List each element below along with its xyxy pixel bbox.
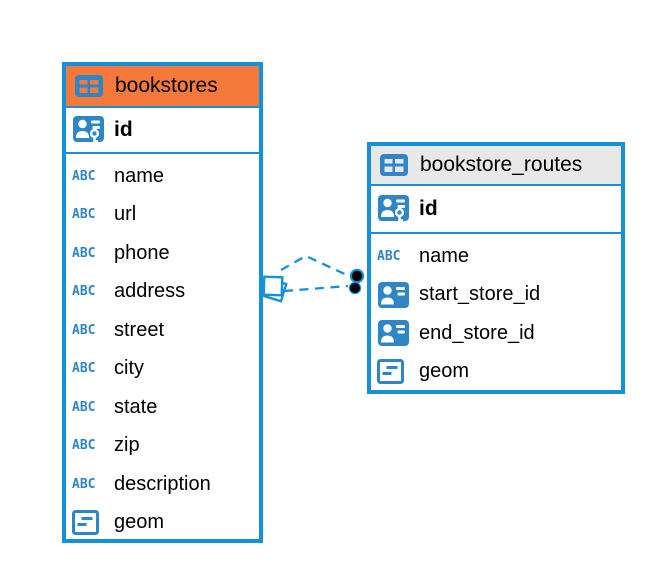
column-list: ABC name ABC url ABC phone ABC address A… <box>66 154 259 542</box>
entity-header[interactable]: bookstores <box>66 66 259 108</box>
geometry-type-icon <box>377 359 404 385</box>
column-name: description <box>114 472 211 495</box>
entity-bookstores[interactable]: bookstores id ABC name ABC url ABC phone <box>62 62 263 543</box>
column-name: start_store_id <box>419 283 541 306</box>
column-row[interactable]: ABC name <box>371 237 621 276</box>
column-name: end_store_id <box>419 321 535 344</box>
entity-header[interactable]: bookstore_routes <box>371 146 621 186</box>
reference-type-icon <box>377 281 410 309</box>
column-name: address <box>114 280 186 303</box>
column-row[interactable]: start_store_id <box>371 276 621 315</box>
column-row[interactable]: ABC address <box>66 273 259 312</box>
column-name: phone <box>114 241 170 264</box>
column-name: name <box>114 164 165 187</box>
text-type-icon: ABC <box>72 361 96 377</box>
text-type-icon: ABC <box>72 322 96 338</box>
column-row[interactable]: ABC name <box>66 157 259 196</box>
primary-key-name: id <box>419 197 438 220</box>
relationship-line[interactable] <box>283 284 349 293</box>
geometry-type-icon <box>72 510 99 536</box>
column-name: name <box>419 244 470 267</box>
text-type-icon: ABC <box>72 168 96 184</box>
column-name: street <box>114 318 165 341</box>
reference-type-icon <box>377 319 410 347</box>
text-type-icon: ABC <box>72 399 96 415</box>
entity-title: bookstore_routes <box>420 153 583 176</box>
primary-key-icon <box>72 114 106 146</box>
text-type-icon: ABC <box>377 248 401 264</box>
column-row[interactable]: ABC city <box>66 350 259 389</box>
column-row[interactable]: geom <box>371 353 621 392</box>
column-name: geom <box>419 360 470 383</box>
column-row[interactable]: end_store_id <box>371 314 621 353</box>
column-row[interactable]: ABC description <box>66 465 259 504</box>
column-name: geom <box>114 511 165 534</box>
relationship-dot-marker <box>348 268 365 295</box>
column-name: zip <box>114 434 140 457</box>
table-icon <box>74 73 104 99</box>
primary-key-icon <box>377 193 411 225</box>
table-icon <box>379 152 409 178</box>
text-type-icon: ABC <box>72 207 96 223</box>
column-row[interactable]: ABC url <box>66 196 259 235</box>
column-name: url <box>114 203 137 226</box>
entity-bookstore-routes[interactable]: bookstore_routes id ABC name <box>367 142 625 394</box>
column-row[interactable]: ABC street <box>66 311 259 350</box>
primary-key-row[interactable]: id <box>371 186 621 234</box>
column-row[interactable]: ABC state <box>66 388 259 427</box>
column-row[interactable]: ABC phone <box>66 234 259 273</box>
relationship-diamond-marker <box>262 275 288 303</box>
column-row[interactable]: geom <box>66 504 259 543</box>
text-type-icon: ABC <box>72 438 96 454</box>
primary-key-row[interactable]: id <box>66 108 259 154</box>
column-row[interactable]: ABC zip <box>66 427 259 466</box>
text-type-icon: ABC <box>72 284 96 300</box>
text-type-icon: ABC <box>72 245 96 261</box>
column-name: state <box>114 395 158 418</box>
relationship-line[interactable] <box>280 254 350 278</box>
column-list: ABC name start_store_id end_store_id <box>371 234 621 391</box>
entity-title: bookstores <box>115 74 218 97</box>
text-type-icon: ABC <box>72 476 96 492</box>
primary-key-name: id <box>114 118 133 141</box>
column-name: city <box>114 357 144 380</box>
